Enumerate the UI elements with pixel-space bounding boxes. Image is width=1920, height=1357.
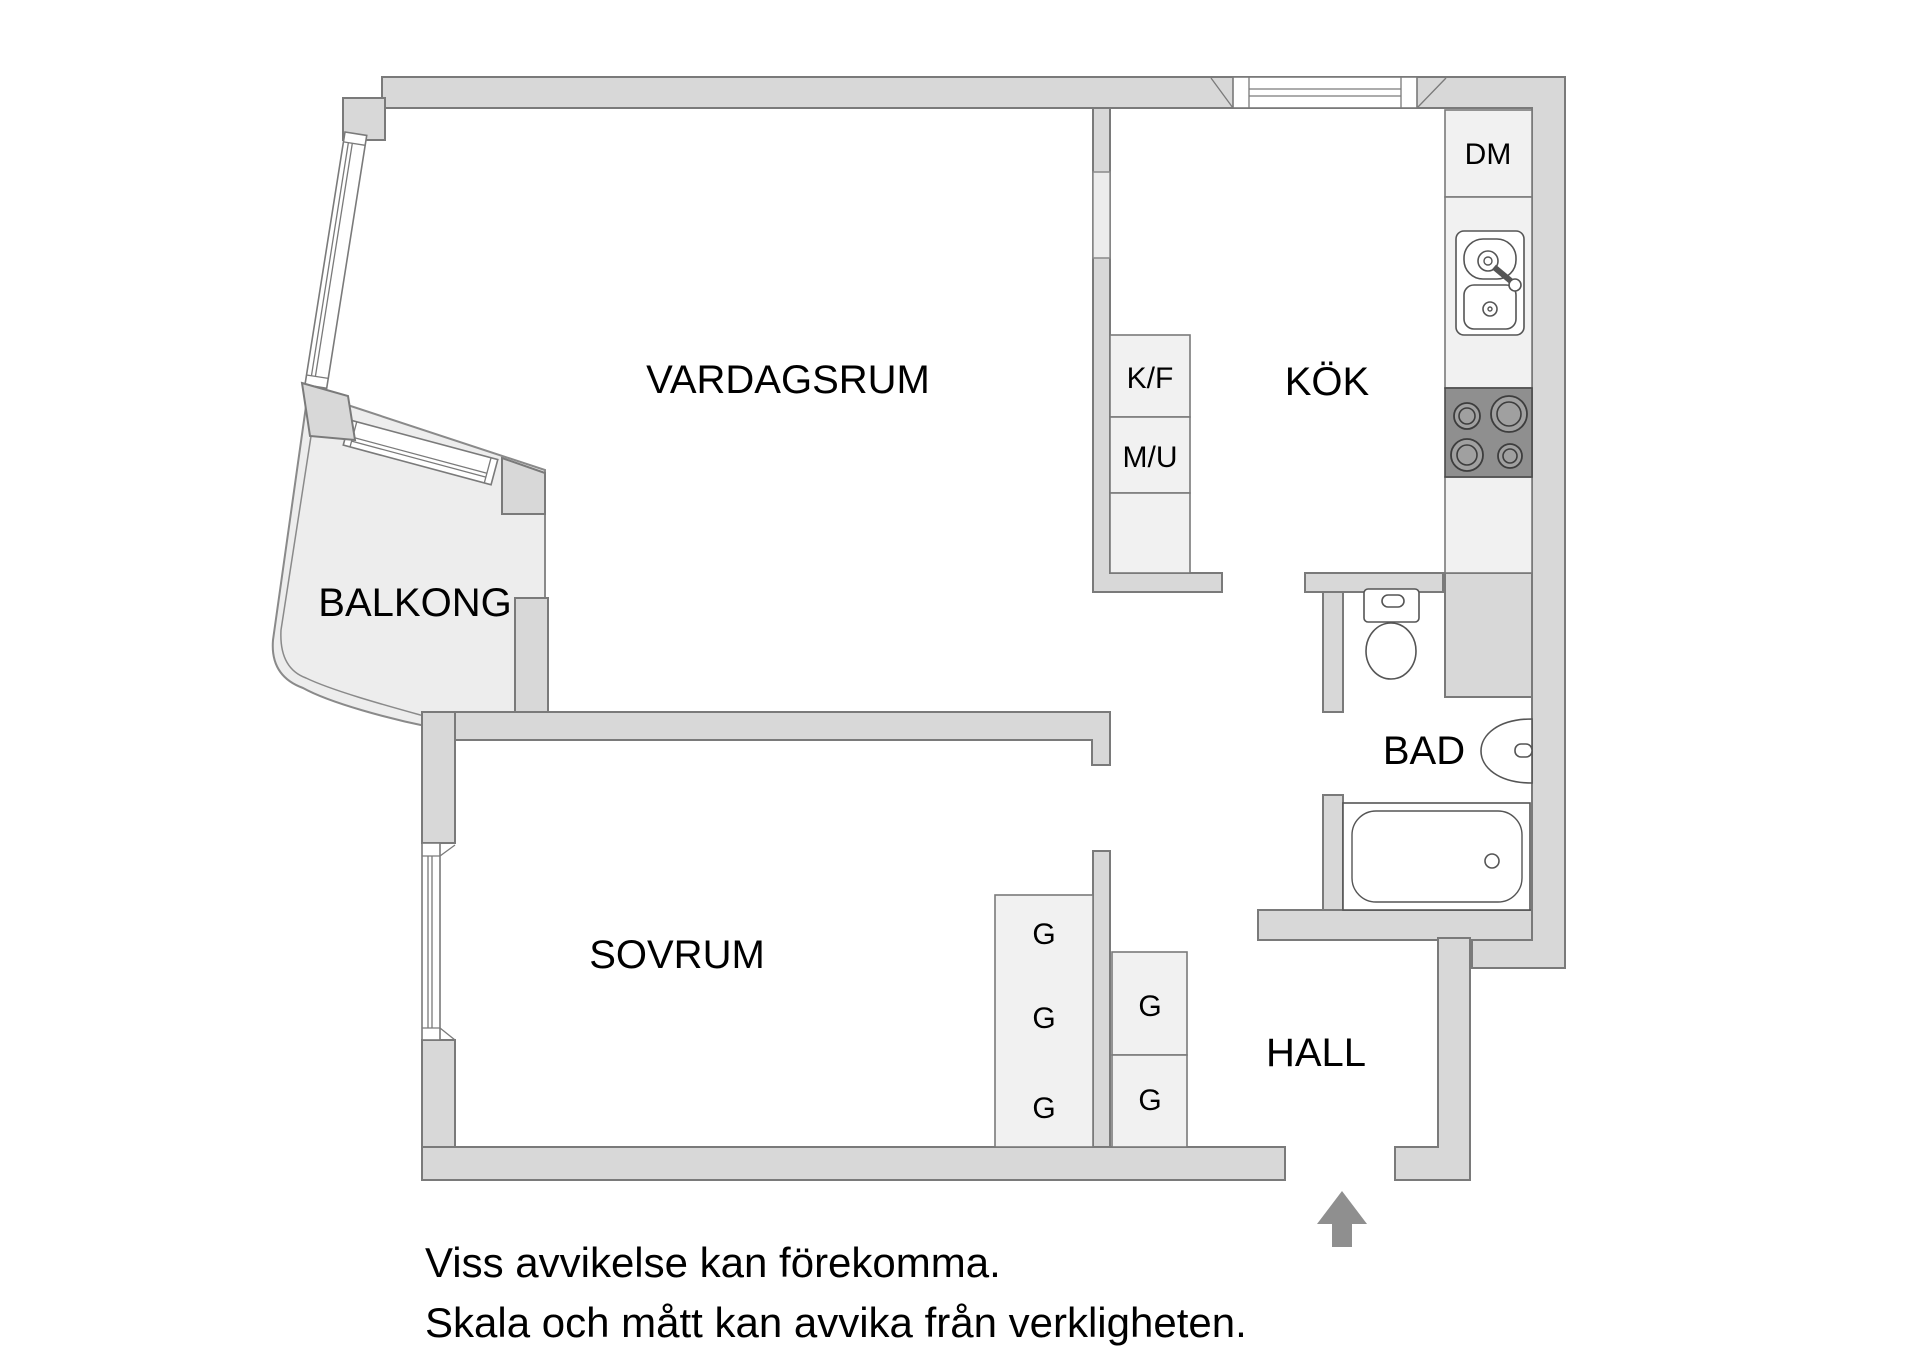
washbasin-icon [1480, 718, 1533, 784]
wall-kitchen-divider [1092, 107, 1223, 593]
bathroom-fixtures [1342, 588, 1533, 911]
wall-bedroom-left-upper [421, 711, 456, 844]
label-wardrobe-g3: G [1032, 1092, 1055, 1125]
disclaimer-line2: Skala och mått kan avvika från verklighe… [425, 1299, 1247, 1346]
wardrobe-tall-box [994, 894, 1094, 1148]
wardrobe-box-1 [1111, 951, 1188, 1056]
room-label-hall: HALL [1266, 1031, 1366, 1075]
wall-wardrobe [1092, 850, 1111, 1148]
wardrobes [994, 894, 1188, 1148]
wall-bedroom-top [421, 711, 1111, 766]
label-fridge-freezer: K/F [1127, 362, 1174, 395]
disclaimer-line1: Viss avvikelse kan förekomma. [425, 1239, 1001, 1286]
wall-bottom [421, 1146, 1286, 1181]
wall-bath-stub-lower [1322, 794, 1344, 921]
room-label-bedroom: SOVRUM [589, 933, 765, 977]
dishwasher-box [1444, 109, 1533, 198]
bedroom-window [421, 842, 456, 1041]
kitchen-fixtures [1109, 109, 1533, 574]
wall-corner-block-nw [300, 381, 357, 442]
wall-hall-right [1394, 937, 1471, 1181]
label-micro-oven: M/U [1123, 441, 1178, 474]
entrance-arrow-icon [1317, 1191, 1367, 1247]
room-label-living: VARDAGSRUM [646, 358, 930, 402]
label-wardrobe-g2: G [1032, 1002, 1055, 1035]
labels: VARDAGSRUM KÖK BALKONG SOVRUM BAD HALL D… [318, 138, 1511, 1125]
micro-oven-box [1109, 416, 1191, 494]
room-label-kitchen: KÖK [1285, 360, 1370, 404]
label-dishwasher: DM [1465, 138, 1512, 171]
wardrobe-box-2 [1111, 1054, 1188, 1148]
balcony-door-window [342, 419, 499, 486]
toilet-icon [1363, 588, 1420, 680]
stove-icon [1444, 387, 1533, 478]
wall-bath-bottom [1257, 909, 1533, 941]
wall-corner-block-balcony-end [501, 456, 546, 515]
balcony-railing-line [280, 403, 425, 717]
cabinet-box [1109, 492, 1191, 574]
sink-icon [1455, 230, 1525, 336]
disclaimer: Viss avvikelse kan förekomma. Skala och … [425, 1239, 1247, 1346]
wall-kitchen-divider-light [1092, 171, 1111, 259]
kitchen-counter-lower [1444, 476, 1533, 574]
label-wardrobe-g1: G [1032, 918, 1055, 951]
bathtub-icon [1342, 802, 1531, 911]
room-label-bathroom: BAD [1383, 729, 1465, 773]
living-window [304, 131, 368, 390]
kitchen-window [1210, 76, 1447, 109]
wall-bath-stub-upper [1322, 591, 1344, 713]
windows [300, 76, 1447, 1041]
wall-balcony-living [514, 597, 549, 713]
room-label-balcony: BALKONG [318, 581, 511, 625]
walls [342, 76, 1566, 1181]
wall-bath-shaft [1444, 572, 1533, 698]
label-wardrobe-g5: G [1138, 1084, 1161, 1117]
label-wardrobe-g4: G [1138, 990, 1161, 1023]
